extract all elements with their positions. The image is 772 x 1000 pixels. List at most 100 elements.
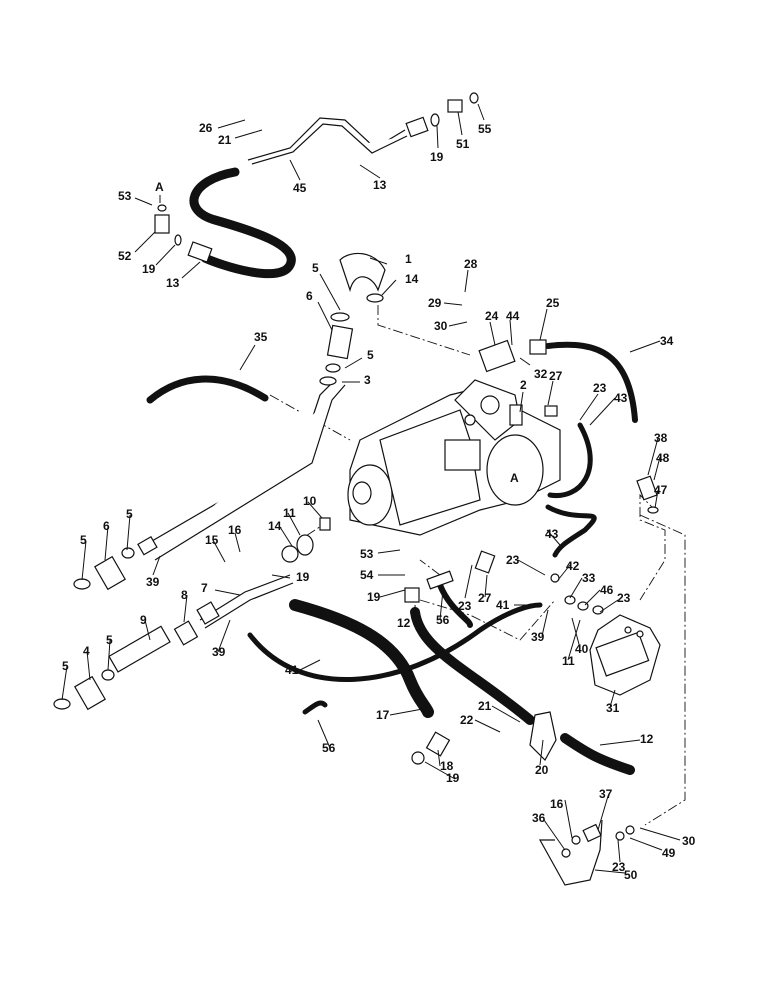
tubes: [108, 117, 603, 886]
callout-15: 15: [205, 533, 219, 547]
callout-31: 31: [606, 701, 620, 715]
callout-14: 14: [268, 519, 282, 533]
elbow-1: [339, 252, 386, 293]
callout-6: 6: [103, 519, 110, 533]
control-valve: [589, 614, 661, 696]
callout-48: 48: [656, 451, 670, 465]
callout-46: 46: [600, 583, 614, 597]
callout-1: 1: [405, 252, 412, 266]
callout-14: 14: [405, 272, 419, 286]
callout-49: 49: [662, 846, 676, 860]
pump-assembly: A: [347, 379, 561, 536]
callout-12: 12: [397, 616, 411, 630]
callout-19: 19: [296, 570, 310, 584]
callout-2: 2: [520, 378, 527, 392]
callout-33: 33: [582, 571, 596, 585]
callout-19: 19: [142, 262, 156, 276]
callout-53: 53: [360, 547, 374, 561]
callout-12: 12: [640, 732, 654, 746]
callout-43: 43: [545, 527, 559, 541]
callout-28: 28: [464, 257, 478, 271]
callout-52: 52: [118, 249, 132, 263]
callout-27: 27: [478, 591, 492, 605]
callout-30: 30: [682, 834, 696, 848]
callout-26: 26: [199, 121, 213, 135]
callout-16: 16: [550, 797, 564, 811]
callout-20: 20: [535, 763, 549, 777]
callout-23: 23: [612, 860, 626, 874]
callout-34: 34: [660, 334, 674, 348]
hose-43-upper: [547, 422, 593, 499]
callout-11: 11: [562, 654, 575, 668]
callout-30: 30: [434, 319, 448, 333]
callout-38: 38: [654, 431, 668, 445]
callout-17: 17: [376, 708, 390, 722]
callout-5: 5: [106, 633, 113, 647]
callout-16: 16: [228, 523, 242, 537]
callout-32: 32: [534, 367, 548, 381]
callout-36: 36: [532, 811, 546, 825]
callout-5: 5: [126, 507, 133, 521]
hose-35: [146, 375, 269, 404]
hose-43-lower: [545, 504, 597, 558]
leader-lines: [61, 103, 681, 874]
callout-53: 53: [118, 189, 132, 203]
callout-7: 7: [201, 581, 208, 595]
callout-47: 47: [654, 483, 668, 497]
callout-45: 45: [293, 181, 307, 195]
callout-40: 40: [575, 642, 589, 656]
callout-51: 51: [456, 137, 470, 151]
callout-23: 23: [593, 381, 607, 395]
callout-23: 23: [506, 553, 520, 567]
callout-43: 43: [614, 391, 628, 405]
callout-24: 24: [485, 309, 499, 323]
hose-12a: [410, 607, 535, 725]
callout-19: 19: [446, 771, 460, 785]
callout-5: 5: [367, 348, 374, 362]
callout-56: 56: [436, 613, 450, 627]
callout-54: 54: [360, 568, 374, 582]
callout-39: 39: [146, 575, 160, 589]
pump-port-a-label: A: [510, 471, 519, 485]
callout-42: 42: [566, 559, 580, 573]
callout-9: 9: [140, 613, 147, 627]
callout-21: 21: [218, 133, 232, 147]
callout-21: 21: [478, 699, 492, 713]
hose-41: [247, 602, 543, 683]
callout-10: 10: [303, 494, 317, 508]
callout-22: 22: [460, 713, 474, 727]
callout-8: 8: [181, 588, 188, 602]
callout-19: 19: [430, 150, 444, 164]
callout-50: 50: [624, 868, 638, 882]
callout-35: 35: [254, 330, 268, 344]
callout-5: 5: [62, 659, 69, 673]
callout-19: 19: [367, 590, 381, 604]
hose-12b: [560, 733, 635, 775]
hose-17: [289, 599, 434, 718]
callout-29: 29: [428, 296, 442, 310]
hose-56b: [302, 700, 328, 715]
callout-37: 37: [599, 787, 613, 801]
callout-41: 41: [496, 598, 510, 612]
callout-5: 5: [80, 533, 87, 547]
callout-5: 5: [312, 261, 319, 275]
callout-4: 4: [83, 644, 90, 658]
callout-13: 13: [373, 178, 387, 192]
callout-13: 13: [166, 276, 180, 290]
callout-23: 23: [617, 591, 631, 605]
callout-27: 27: [549, 369, 563, 383]
callout-39: 39: [212, 645, 226, 659]
callout-6: 6: [306, 289, 313, 303]
callout-25: 25: [546, 296, 560, 310]
callout-labels: 26 21 45 13 19 51 55 A 53 52 19 13 1 14 …: [62, 121, 696, 882]
callout-55: 55: [478, 122, 492, 136]
hose-13: [189, 167, 296, 279]
callout-44: 44: [506, 309, 520, 323]
callout-41: 41: [285, 663, 299, 677]
hoses: [146, 167, 638, 775]
callout-23: 23: [458, 599, 472, 613]
callout-39: 39: [531, 630, 545, 644]
callout-a-reference: A: [155, 180, 164, 194]
